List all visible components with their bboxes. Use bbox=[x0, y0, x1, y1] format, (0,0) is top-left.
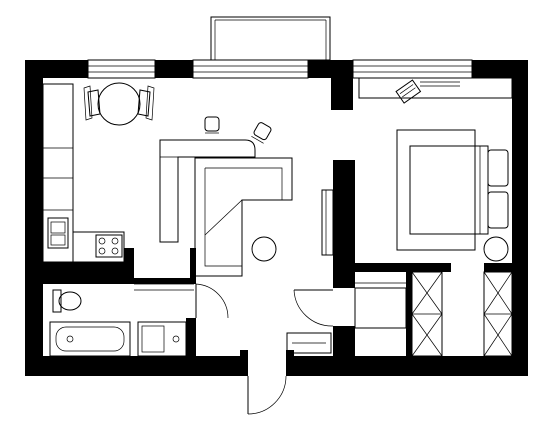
pillow bbox=[487, 149, 509, 187]
chair bbox=[204, 116, 220, 134]
bed bbox=[409, 145, 489, 235]
sink bbox=[47, 217, 69, 249]
shoe-cabinet bbox=[286, 332, 332, 354]
bedroom bbox=[358, 77, 513, 262]
windows bbox=[87, 59, 473, 79]
hallway bbox=[195, 283, 334, 415]
tv bbox=[321, 189, 334, 256]
sofa bbox=[194, 157, 293, 277]
interior-door bbox=[195, 283, 229, 319]
rug bbox=[396, 129, 476, 251]
coffee-table bbox=[251, 236, 277, 262]
interior-door bbox=[293, 289, 334, 327]
nightstand bbox=[483, 236, 509, 262]
chair bbox=[137, 89, 151, 117]
washbasin bbox=[137, 321, 187, 357]
bathroom bbox=[49, 283, 194, 357]
bathtub bbox=[49, 321, 131, 357]
kitchen-dining bbox=[42, 82, 272, 263]
chair bbox=[87, 89, 101, 117]
wardrobe bbox=[354, 271, 513, 357]
kitchen-counter bbox=[42, 83, 74, 263]
living bbox=[194, 157, 334, 277]
stove bbox=[95, 234, 123, 258]
laptop bbox=[395, 79, 422, 104]
pillow bbox=[487, 191, 509, 229]
entrance-door bbox=[247, 375, 287, 415]
balcony bbox=[210, 16, 331, 61]
chair bbox=[251, 122, 272, 144]
toilet bbox=[52, 289, 82, 313]
kitchen-island bbox=[159, 139, 256, 243]
desk bbox=[358, 77, 513, 99]
walls bbox=[25, 60, 528, 376]
dining-table bbox=[97, 82, 141, 126]
